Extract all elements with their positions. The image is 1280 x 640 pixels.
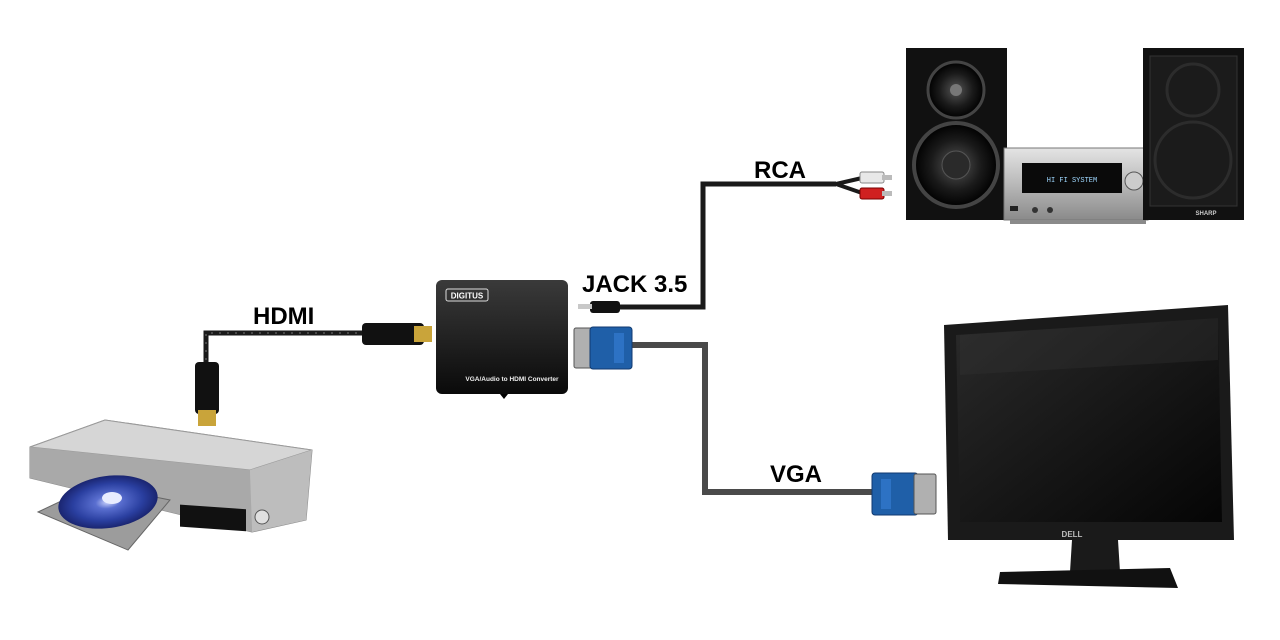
- hdmi-cable: [203, 330, 365, 392]
- converter-caption: VGA/Audio to HDMI Converter: [465, 376, 559, 383]
- converter-brand: DIGITUS: [451, 292, 484, 301]
- vga-plug-converter-end: [573, 326, 633, 370]
- hdmi-plug-player-end: [195, 362, 219, 426]
- stereo-display-text: HI FI SYSTEM: [1047, 177, 1097, 185]
- dvd-player: [29, 419, 313, 551]
- vga-label: VGA: [770, 461, 823, 488]
- jack-plug: [578, 301, 620, 313]
- monitor: [944, 305, 1234, 588]
- rca-label: RCA: [754, 157, 806, 184]
- jack-label: JACK 3.5: [582, 271, 688, 298]
- jack-rca-cable: [618, 176, 863, 310]
- converter-box: [436, 280, 568, 399]
- left-speaker: [906, 48, 1007, 220]
- stereo-main-unit: [1003, 147, 1149, 224]
- hdmi-label: HDMI: [253, 303, 315, 330]
- stereo-brand: SHARP: [1195, 211, 1216, 217]
- vga-cable: [630, 342, 878, 495]
- monitor-brand: DELL: [1062, 530, 1083, 539]
- hdmi-plug-converter-end: [362, 323, 432, 345]
- vga-plug-monitor-end: [871, 472, 937, 516]
- right-speaker: [1143, 48, 1244, 220]
- rca-plugs: [859, 171, 892, 200]
